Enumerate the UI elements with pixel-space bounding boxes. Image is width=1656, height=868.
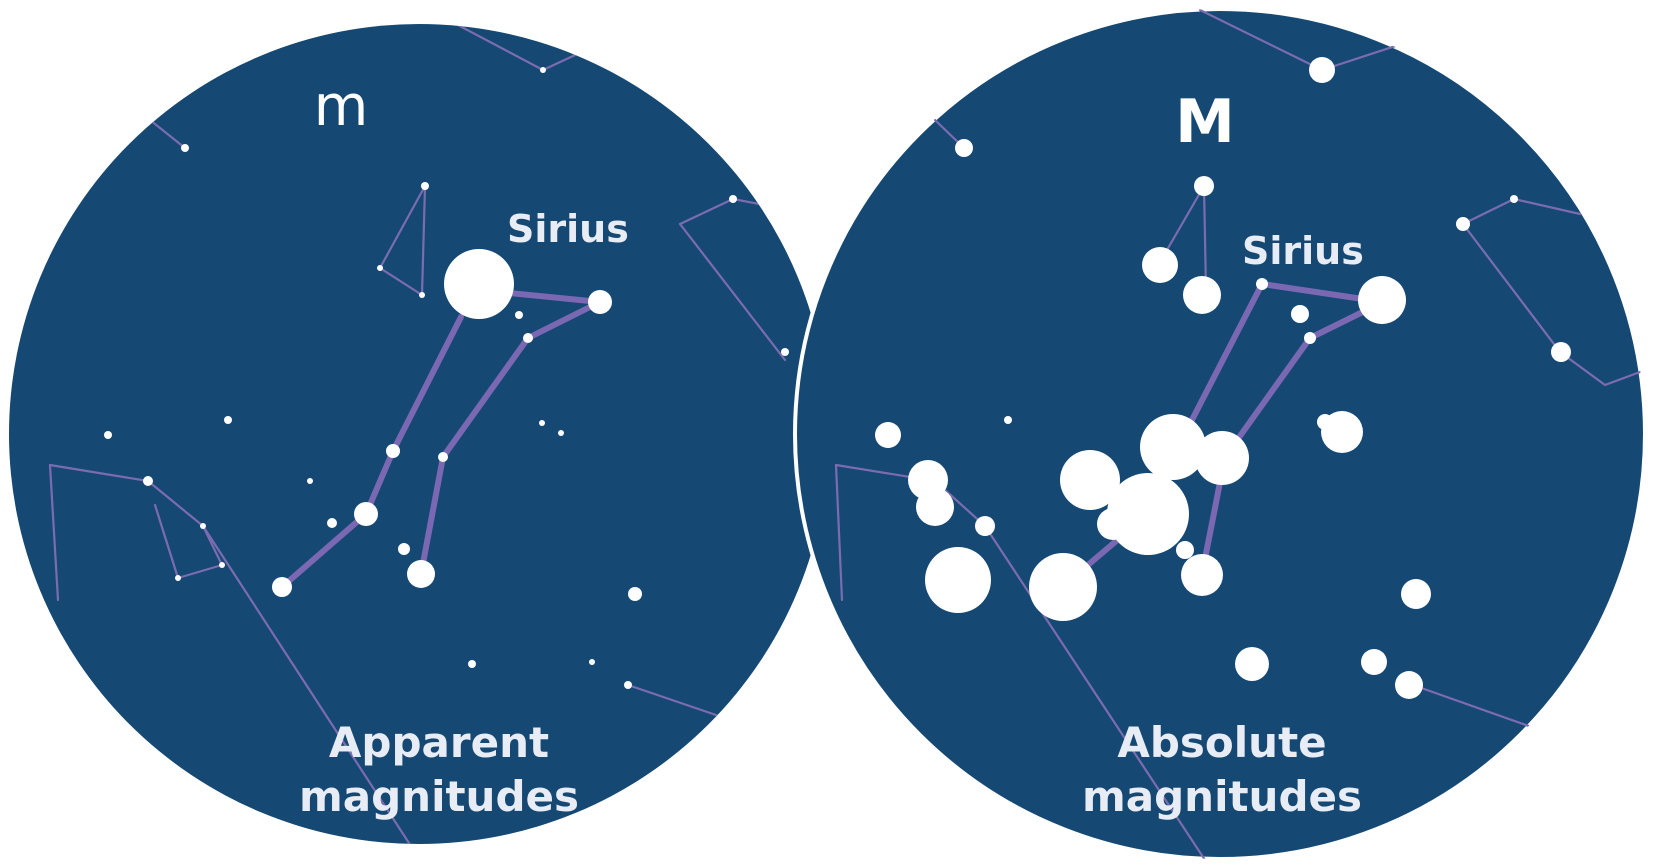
left-star [307, 478, 313, 484]
left-star [781, 348, 789, 356]
right-star [1317, 414, 1333, 430]
left-line-lower-d [201, 524, 422, 844]
right-star-sirius [1256, 278, 1268, 290]
right-star [1195, 431, 1249, 485]
right-line-right-b [1461, 222, 1642, 387]
left-star [628, 587, 642, 601]
left-caption-line-1: Apparent [329, 718, 549, 767]
right-star [916, 488, 954, 526]
left-star [589, 659, 595, 665]
left-star [398, 543, 410, 555]
left-star [540, 67, 546, 73]
left-line-canis-major-b [279, 314, 464, 590]
right-line-triangle [1158, 184, 1208, 292]
left-star [523, 333, 533, 343]
left-star [468, 660, 476, 668]
right-star [925, 547, 991, 613]
apparent-magnitude-symbol: m [314, 74, 369, 139]
left-star [327, 518, 337, 528]
left-star [624, 681, 632, 689]
left-star [419, 292, 425, 298]
left-stars [104, 67, 789, 689]
left-star [175, 575, 181, 581]
left-star [200, 523, 206, 529]
right-star [1358, 276, 1406, 324]
absolute-magnitude-panel: M Sirius Absolute magnitudes [793, 7, 1647, 861]
right-sirius-label: Sirius [1242, 229, 1364, 273]
right-star [1291, 305, 1309, 323]
left-star-sirius [444, 249, 514, 319]
right-line-lower-right [1408, 682, 1542, 732]
right-star [1551, 342, 1571, 362]
left-sky-disc [9, 24, 829, 844]
right-star [1176, 541, 1194, 559]
left-line-triangle [378, 184, 427, 297]
left-star [729, 195, 737, 203]
left-star [407, 560, 435, 588]
right-star [1235, 647, 1269, 681]
right-star [1142, 247, 1178, 283]
right-star [1183, 276, 1221, 314]
left-star [272, 577, 292, 597]
left-line-upper-left [148, 118, 187, 150]
left-sirius-label: Sirius [507, 207, 629, 251]
left-star [386, 444, 400, 458]
left-star [438, 452, 448, 462]
left-star [219, 562, 225, 568]
right-star [1060, 450, 1120, 510]
left-star [224, 416, 232, 424]
left-line-lower-c [153, 503, 224, 580]
right-star [1097, 508, 1129, 540]
right-star [975, 516, 995, 536]
right-star [1140, 414, 1206, 480]
left-line-lower-b [48, 463, 60, 602]
right-caption-line-1: Absolute [1117, 718, 1326, 767]
right-stars [875, 57, 1571, 699]
right-star [1004, 416, 1012, 424]
right-star [1456, 217, 1470, 231]
left-star [143, 476, 153, 486]
right-star [1107, 473, 1189, 555]
left-star [377, 265, 383, 271]
absolute-magnitude-symbol: M [1175, 87, 1235, 157]
right-star [955, 139, 973, 157]
left-star [181, 144, 189, 152]
left-star [558, 430, 564, 436]
right-line-lower-c [983, 524, 1207, 859]
left-star [515, 311, 523, 319]
left-star [354, 502, 378, 526]
left-caption-line-2: magnitudes [299, 772, 579, 821]
apparent-magnitude-panel: m Sirius Apparent magnitudes [9, 24, 829, 844]
right-star [1304, 332, 1316, 344]
right-star [1401, 579, 1431, 609]
right-star [1194, 176, 1214, 196]
right-star [1510, 195, 1518, 203]
left-star [104, 431, 112, 439]
right-star [1309, 57, 1335, 83]
left-line-right-b [678, 222, 787, 362]
right-star [1361, 649, 1387, 675]
right-star [875, 422, 901, 448]
right-star [1181, 554, 1223, 596]
left-star [421, 182, 429, 190]
left-star [588, 290, 612, 314]
left-star [539, 420, 545, 426]
right-caption-line-2: magnitudes [1082, 772, 1362, 821]
right-star [1029, 553, 1097, 621]
right-star [1395, 671, 1423, 699]
right-line-lower-b [834, 463, 844, 602]
